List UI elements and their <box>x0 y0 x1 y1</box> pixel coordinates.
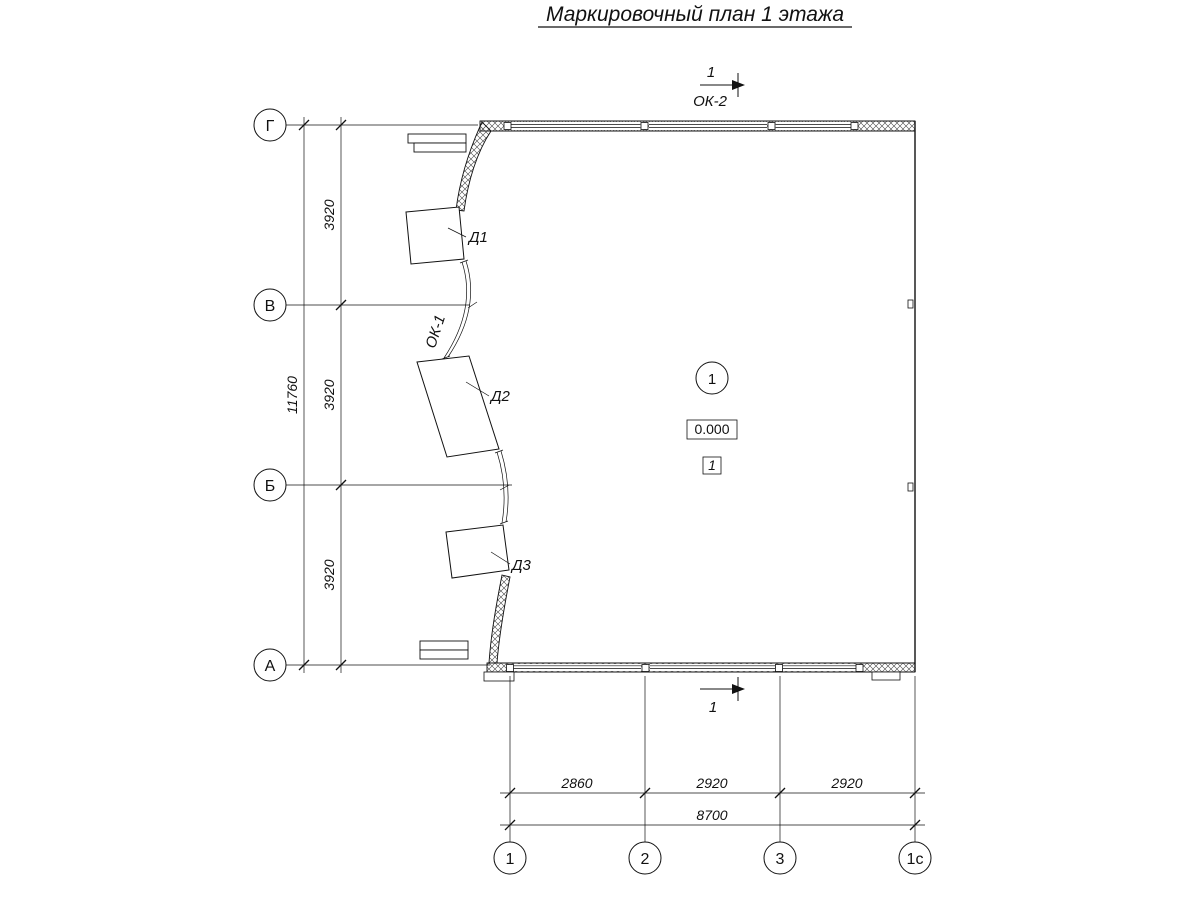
door-label-d3: Д3 <box>510 557 532 574</box>
room-number: 1 <box>708 371 716 388</box>
left-curved-wall <box>441 121 511 664</box>
mullion-mark <box>506 664 514 672</box>
dim-left-total: 11760 <box>284 376 300 414</box>
door-leaf-d2 <box>416 355 500 458</box>
window-label-ok1: ОК-1 <box>422 313 449 350</box>
axis-bubble-1 <box>493 841 527 875</box>
axis-label-b: Б <box>265 478 276 495</box>
axis-bubble-g <box>253 108 287 142</box>
mullion-mark <box>767 122 776 130</box>
axis-label-1: 1 <box>506 851 515 868</box>
dim-bottom-total: 8700 <box>696 807 727 823</box>
door-leaf-d3 <box>445 524 510 579</box>
section-number-top: 1 <box>707 64 715 81</box>
section-mark-bottom: 1 <box>700 677 745 716</box>
axis-label-v: В <box>265 298 276 315</box>
wall-stub-right <box>871 671 901 681</box>
elevation-box <box>686 419 738 440</box>
mullion-mark <box>775 664 783 672</box>
dim-left-seg-1: 3920 <box>321 199 337 230</box>
axis-bubble-b <box>253 468 287 502</box>
left-axis-grid: Г В Б А <box>253 108 512 682</box>
elevation-value: 0.000 <box>694 421 729 437</box>
dim-left-seg-2: 3920 <box>321 379 337 410</box>
left-dimensions: 11760 3920 3920 3920 <box>284 117 347 673</box>
right-wall <box>907 121 916 672</box>
doors: Д1 Д2 Д3 ОК-1 <box>405 206 532 579</box>
door-label-d2: Д2 <box>489 388 511 405</box>
floor-type-value: 1 <box>708 457 716 473</box>
radiator-symbols <box>407 133 469 660</box>
mullion-mark <box>641 664 650 672</box>
axis-label-g: Г <box>266 118 275 135</box>
bottom-axis-grid: 1 2 3 1с <box>493 841 932 875</box>
door-label-d1: Д1 <box>467 229 488 246</box>
room-annotations: 1 0.000 1 <box>686 361 738 475</box>
axis-label-1c: 1с <box>907 851 924 868</box>
axis-label-3: 3 <box>776 851 785 868</box>
floor-type-box <box>702 456 722 475</box>
axis-bubble-3 <box>763 841 797 875</box>
drawing-title: Маркировочный план 1 этажа <box>546 3 844 26</box>
section-mark-top: 1 ОК-2 <box>693 64 745 110</box>
dim-bottom-seg-2: 2920 <box>695 775 727 791</box>
bottom-dimensions: 2860 2920 2920 8700 <box>500 676 925 842</box>
axis-bubble-1c <box>898 841 932 875</box>
axis-bubble-2 <box>628 841 662 875</box>
window-type-label-top: ОК-2 <box>693 93 728 110</box>
wall-mark <box>907 482 914 492</box>
top-wall <box>479 120 916 132</box>
mullion-mark <box>855 664 864 672</box>
dim-left-seg-3: 3920 <box>321 559 337 590</box>
wall-stub-left <box>483 671 515 682</box>
dim-bottom-seg-1: 2860 <box>560 775 592 791</box>
mullion-mark <box>503 122 512 130</box>
axis-label-2: 2 <box>641 851 650 868</box>
door-leaf-d1 <box>405 206 465 265</box>
axis-bubble-v <box>253 288 287 322</box>
bottom-wall <box>483 662 916 682</box>
section-number-bottom: 1 <box>709 699 717 716</box>
wall-mark <box>907 299 914 309</box>
dim-bottom-seg-3: 2920 <box>830 775 862 791</box>
mullion-mark <box>850 122 859 130</box>
room-number-bubble <box>695 361 729 395</box>
axis-bubble-a <box>253 648 287 682</box>
axis-label-a: А <box>265 658 276 675</box>
mullion-mark <box>640 122 649 130</box>
